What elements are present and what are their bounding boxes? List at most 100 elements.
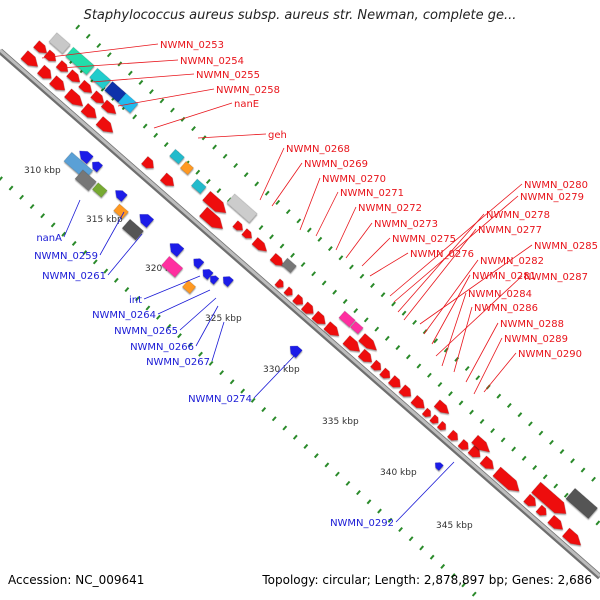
forward-gene-label: NWMN_0255 bbox=[196, 70, 260, 81]
tick-mark bbox=[490, 428, 495, 434]
tick-mark bbox=[149, 89, 154, 95]
leader-line bbox=[465, 322, 499, 383]
backbone-layer bbox=[0, 48, 600, 580]
reverse-gene-feature bbox=[121, 218, 144, 241]
tick-mark bbox=[464, 365, 470, 372]
leader-line bbox=[259, 147, 285, 201]
scale-tick-label: 315 kbp bbox=[86, 215, 123, 225]
tick-mark bbox=[461, 582, 467, 588]
tick-mark bbox=[306, 227, 312, 233]
tick-mark bbox=[191, 126, 196, 132]
leader-line bbox=[345, 222, 373, 259]
forward-gene-arrow bbox=[292, 293, 304, 305]
scale-tick-label: 340 kbp bbox=[380, 468, 417, 478]
tick-mark bbox=[233, 162, 239, 169]
forward-gene-arrow bbox=[43, 49, 57, 62]
tick-mark bbox=[208, 360, 214, 366]
leader-line bbox=[195, 305, 219, 347]
tick-mark bbox=[412, 319, 418, 325]
tick-mark bbox=[549, 439, 554, 445]
tick-mark bbox=[327, 246, 333, 252]
tick-mark bbox=[134, 296, 140, 302]
forward-gene-label: geh bbox=[268, 130, 287, 141]
tick-mark bbox=[285, 209, 291, 215]
forward-gene-arrow bbox=[232, 220, 244, 231]
forward-gene-arrow bbox=[63, 88, 84, 107]
reverse-gene-feature bbox=[169, 243, 185, 258]
scale-tick-label: 330 kbp bbox=[263, 365, 300, 375]
forward-gene-arrow bbox=[323, 321, 340, 337]
forward-gene-arrow bbox=[300, 301, 314, 314]
tick-mark bbox=[296, 218, 302, 224]
forward-gene-arrow bbox=[429, 414, 439, 424]
reverse-gene-feature bbox=[181, 279, 197, 294]
tick-mark bbox=[570, 458, 575, 464]
tick-mark bbox=[374, 326, 380, 332]
leader-line bbox=[453, 306, 473, 373]
leader-line bbox=[419, 244, 533, 325]
tick-mark bbox=[338, 255, 344, 261]
leader-line bbox=[299, 177, 321, 231]
tick-mark bbox=[408, 536, 414, 542]
tick-mark bbox=[419, 545, 425, 551]
tick-mark bbox=[198, 351, 203, 357]
forward-gene-arrow bbox=[251, 237, 268, 252]
misc-feature-box bbox=[117, 92, 139, 114]
forward-gene-label: NWMN_0288 bbox=[500, 319, 564, 330]
tick-mark bbox=[377, 508, 382, 514]
tick-mark bbox=[580, 467, 586, 473]
tick-mark bbox=[559, 449, 565, 455]
reverse-gene-label: NWMN_0292 bbox=[330, 518, 394, 529]
tick-mark bbox=[440, 563, 446, 569]
reverse-gene-label: NWMN_0274 bbox=[188, 394, 252, 405]
tick-mark bbox=[275, 199, 281, 205]
reverse-gene-feature bbox=[161, 255, 184, 278]
leader-line bbox=[435, 275, 523, 357]
tick-mark bbox=[132, 114, 138, 120]
tick-mark bbox=[313, 453, 319, 459]
forward-gene-arrow bbox=[140, 156, 154, 169]
leader-line bbox=[91, 73, 195, 83]
forward-gene-label: NWMN_0290 bbox=[518, 349, 582, 360]
tick-mark bbox=[205, 178, 211, 184]
tick-mark bbox=[359, 273, 365, 279]
leader-line bbox=[107, 233, 143, 276]
tick-mark bbox=[282, 425, 288, 431]
reverse-gene-feature bbox=[434, 462, 444, 472]
tick-mark bbox=[553, 483, 559, 489]
scale-tick-label: 335 kbp bbox=[322, 417, 359, 427]
forward-gene-arrow bbox=[471, 434, 491, 453]
tick-mark bbox=[8, 185, 14, 191]
tick-mark bbox=[261, 406, 267, 413]
reverse-gene-feature bbox=[79, 150, 94, 165]
misc-feature-box bbox=[338, 310, 356, 328]
forward-gene-arrow bbox=[379, 367, 391, 379]
forward-gene-label: NWMN_0268 bbox=[286, 144, 350, 155]
tick-mark bbox=[353, 308, 359, 314]
misc-feature-box bbox=[48, 32, 71, 54]
tick-mark bbox=[395, 345, 401, 351]
forward-gene-arrow bbox=[492, 466, 520, 492]
tick-mark bbox=[335, 471, 340, 477]
reverse-gene-feature bbox=[92, 161, 104, 173]
reverse-gene-feature bbox=[222, 276, 234, 288]
tick-mark bbox=[437, 381, 443, 388]
tick-mark bbox=[61, 231, 67, 237]
forward-gene-arrow bbox=[33, 40, 48, 54]
reverse-gene-feature bbox=[202, 269, 214, 281]
forward-gene-label: NWMN_0253 bbox=[160, 40, 224, 51]
forward-gene-label: NWMN_0287 bbox=[524, 272, 588, 283]
tick-mark bbox=[321, 280, 327, 286]
tick-mark bbox=[212, 144, 217, 150]
tick-mark bbox=[82, 250, 88, 256]
forward-gene-arrow bbox=[357, 348, 373, 363]
tick-mark bbox=[380, 292, 386, 298]
forward-gene-arrow bbox=[311, 310, 326, 325]
tick-mark bbox=[517, 412, 523, 418]
tick-mark bbox=[469, 409, 474, 415]
leader-line bbox=[393, 195, 519, 303]
tick-mark bbox=[427, 372, 432, 378]
forward-gene-arrow bbox=[78, 79, 93, 94]
reverse-gene-label: int bbox=[129, 295, 142, 306]
